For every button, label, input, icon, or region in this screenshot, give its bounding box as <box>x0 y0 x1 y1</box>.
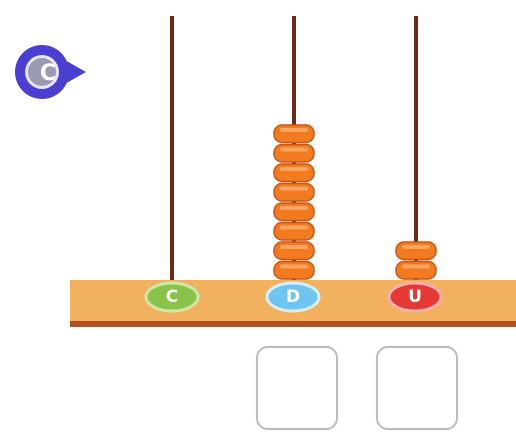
option-c-badge[interactable]: C <box>10 44 86 100</box>
bead-d-2 <box>273 241 315 261</box>
bead-d-1 <box>273 260 315 280</box>
arrow-right-icon <box>15 45 86 99</box>
bead-d-5 <box>273 182 315 202</box>
bead-highlight <box>280 264 308 269</box>
bead-d-8 <box>273 124 315 144</box>
bead-d-7 <box>273 143 315 163</box>
beads-layer <box>273 124 437 280</box>
bead-u-2 <box>395 241 437 261</box>
answer-box-units[interactable] <box>376 346 458 430</box>
bead-d-6 <box>273 163 315 183</box>
place-label-c-oval <box>144 281 200 313</box>
bead-highlight <box>402 264 430 269</box>
bead-u-1 <box>395 260 437 280</box>
place-label-d-oval <box>265 281 321 313</box>
bead-highlight <box>280 206 308 210</box>
bead-highlight <box>402 245 430 249</box>
bead-highlight <box>280 245 308 249</box>
bead-highlight <box>280 186 308 191</box>
bead-highlight <box>280 128 308 132</box>
bead-highlight <box>280 167 308 171</box>
bead-d-4 <box>273 202 315 222</box>
abacus-base-shadow <box>70 321 516 327</box>
bead-highlight <box>280 225 308 230</box>
bead-highlight <box>280 147 308 152</box>
place-label-u-oval <box>387 281 443 313</box>
answer-box-tens[interactable] <box>256 346 338 430</box>
bead-d-3 <box>273 221 315 241</box>
